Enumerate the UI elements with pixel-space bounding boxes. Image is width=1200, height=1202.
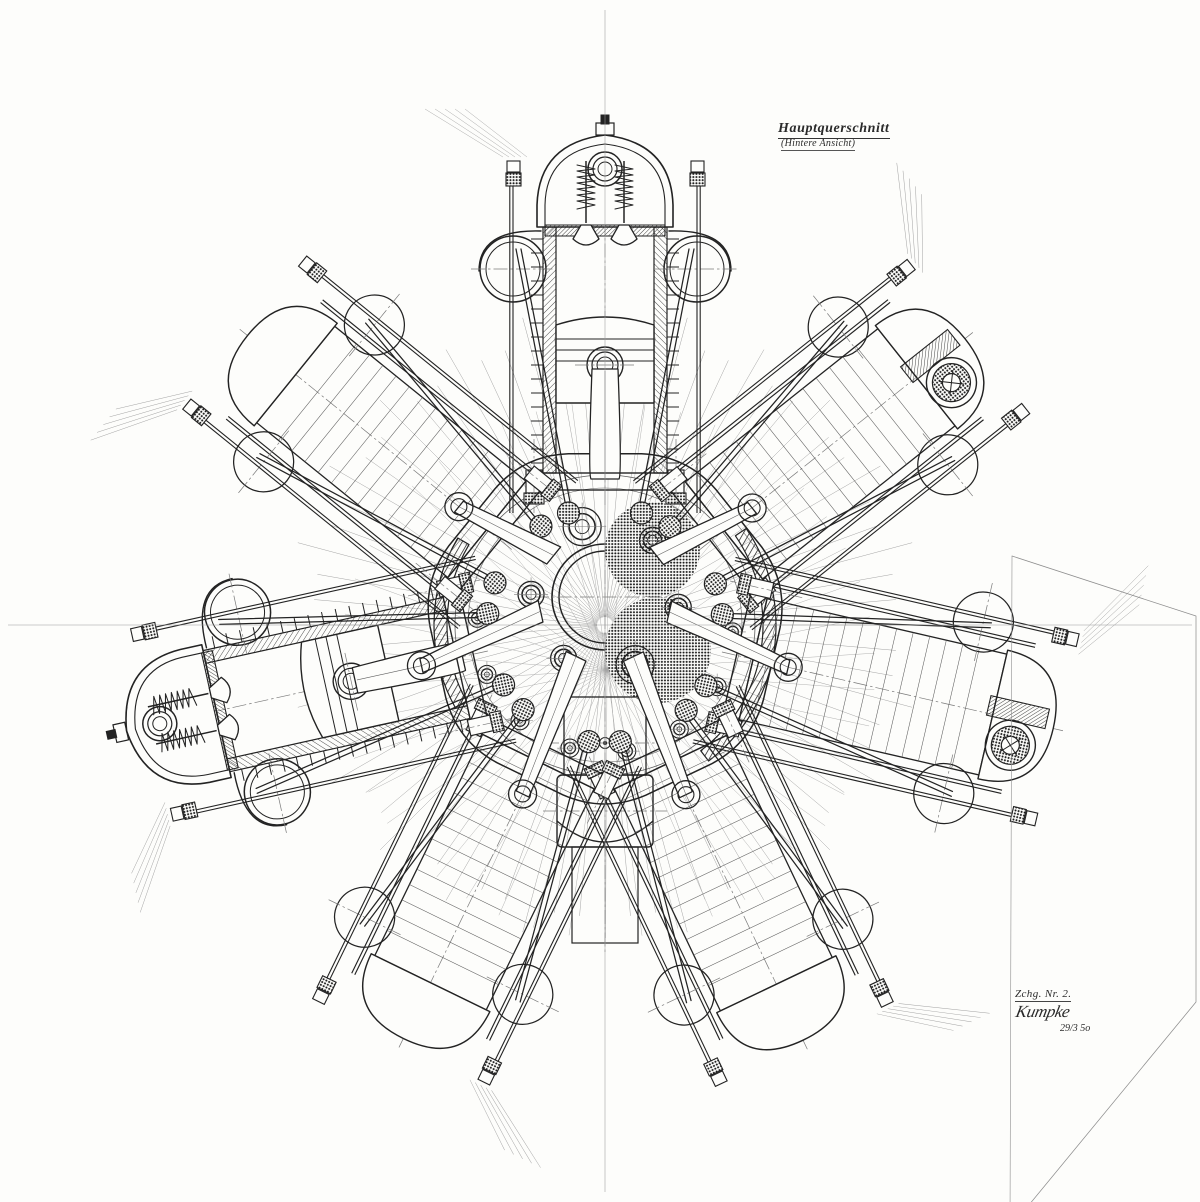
drawing-subtitle: (Hintere Ansicht) bbox=[781, 138, 856, 151]
cylinder-assembly-4 bbox=[566, 684, 990, 1088]
projection-frame bbox=[1009, 555, 1197, 1202]
datum-lines bbox=[8, 10, 1192, 1192]
drawing-title: Hauptquerschnitt bbox=[778, 121, 890, 139]
cylinder-assembly-6 bbox=[105, 555, 517, 913]
cylinder-assembly-1 bbox=[424, 108, 739, 525]
articulated-link-rods bbox=[406, 492, 803, 810]
drawing-date: 29/3 5o bbox=[1060, 1023, 1091, 1034]
drawing-number: Zchg. Nr. 2. bbox=[1015, 988, 1072, 1002]
draftsman-signature: Kumpke bbox=[1014, 1002, 1072, 1021]
